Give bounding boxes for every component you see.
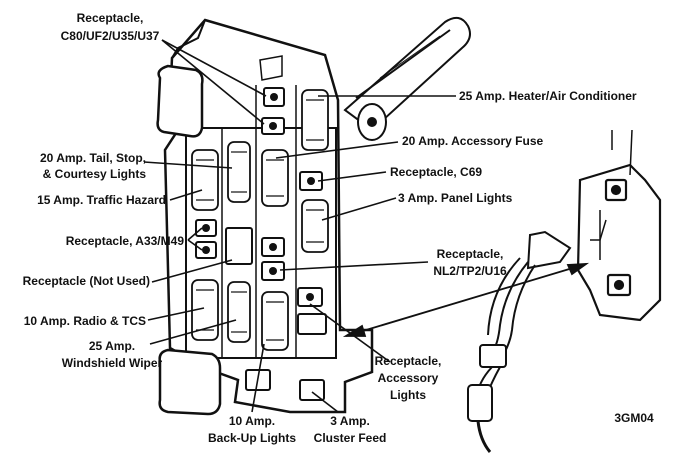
label-accessory-lights-l1: Receptacle, [375, 354, 442, 368]
steering-column [343, 16, 471, 141]
label-cluster-l2: Cluster Feed [314, 431, 387, 445]
fuse-heater-ac [301, 89, 329, 151]
leader-lines [143, 39, 456, 413]
label-receptacle-c80-l1: Receptacle, [77, 11, 144, 25]
label-tail-stop-l2: & Courtesy Lights [43, 167, 147, 181]
figure-code: 3GM04 [614, 411, 654, 425]
label-accessory-fuse: 20 Amp. Accessory Fuse [402, 134, 544, 148]
fuse-tail-stop [227, 141, 251, 203]
label-wiper-l1: 25 Amp. [89, 339, 135, 353]
label-not-used: Receptacle (Not Used) [23, 274, 150, 288]
fuse-accessory [261, 149, 289, 207]
label-accessory-lights-l2: Accessory [378, 371, 439, 385]
label-backup-l1: 10 Amp. [229, 414, 275, 428]
fuse-wiper [227, 281, 251, 343]
labels: Receptacle, C80/UF2/U35/U37 25 Amp. Heat… [23, 11, 654, 445]
label-receptacle-c80-l2: C80/UF2/U35/U37 [61, 29, 160, 43]
receptacle-accessory-b [297, 313, 327, 335]
connector-detail [576, 129, 662, 322]
label-wiper-l2: Windshield Wiper [62, 356, 163, 370]
fuse-panel-lights [301, 199, 329, 253]
label-tail-stop-l1: 20 Amp. Tail, Stop, [40, 151, 146, 165]
label-heater-ac: 25 Amp. Heater/Air Conditioner [459, 89, 637, 103]
label-backup-l2: Back-Up Lights [208, 431, 296, 445]
label-accessory-lights-l3: Lights [390, 388, 426, 402]
label-panel-lights: 3 Amp. Panel Lights [398, 191, 513, 205]
receptacle-cluster-socket [299, 379, 325, 401]
wiring-harness [467, 230, 572, 453]
label-receptacle-a33: Receptacle, A33/M49 [66, 234, 185, 248]
receptacle-not-used [225, 227, 253, 265]
fuse-traffic-hazard [191, 149, 219, 211]
label-receptacle-c69: Receptacle, C69 [390, 165, 482, 179]
label-receptacle-nl2-l1: Receptacle, [437, 247, 504, 261]
label-cluster-l1: 3 Amp. [330, 414, 370, 428]
label-receptacle-nl2-l2: NL2/TP2/U16 [433, 264, 507, 278]
label-radio-tcs: 10 Amp. Radio & TCS [24, 314, 146, 328]
fuse-backup [261, 291, 289, 351]
label-traffic-hazard: 15 Amp. Traffic Hazard [37, 193, 166, 207]
housing-bumps [156, 64, 222, 416]
